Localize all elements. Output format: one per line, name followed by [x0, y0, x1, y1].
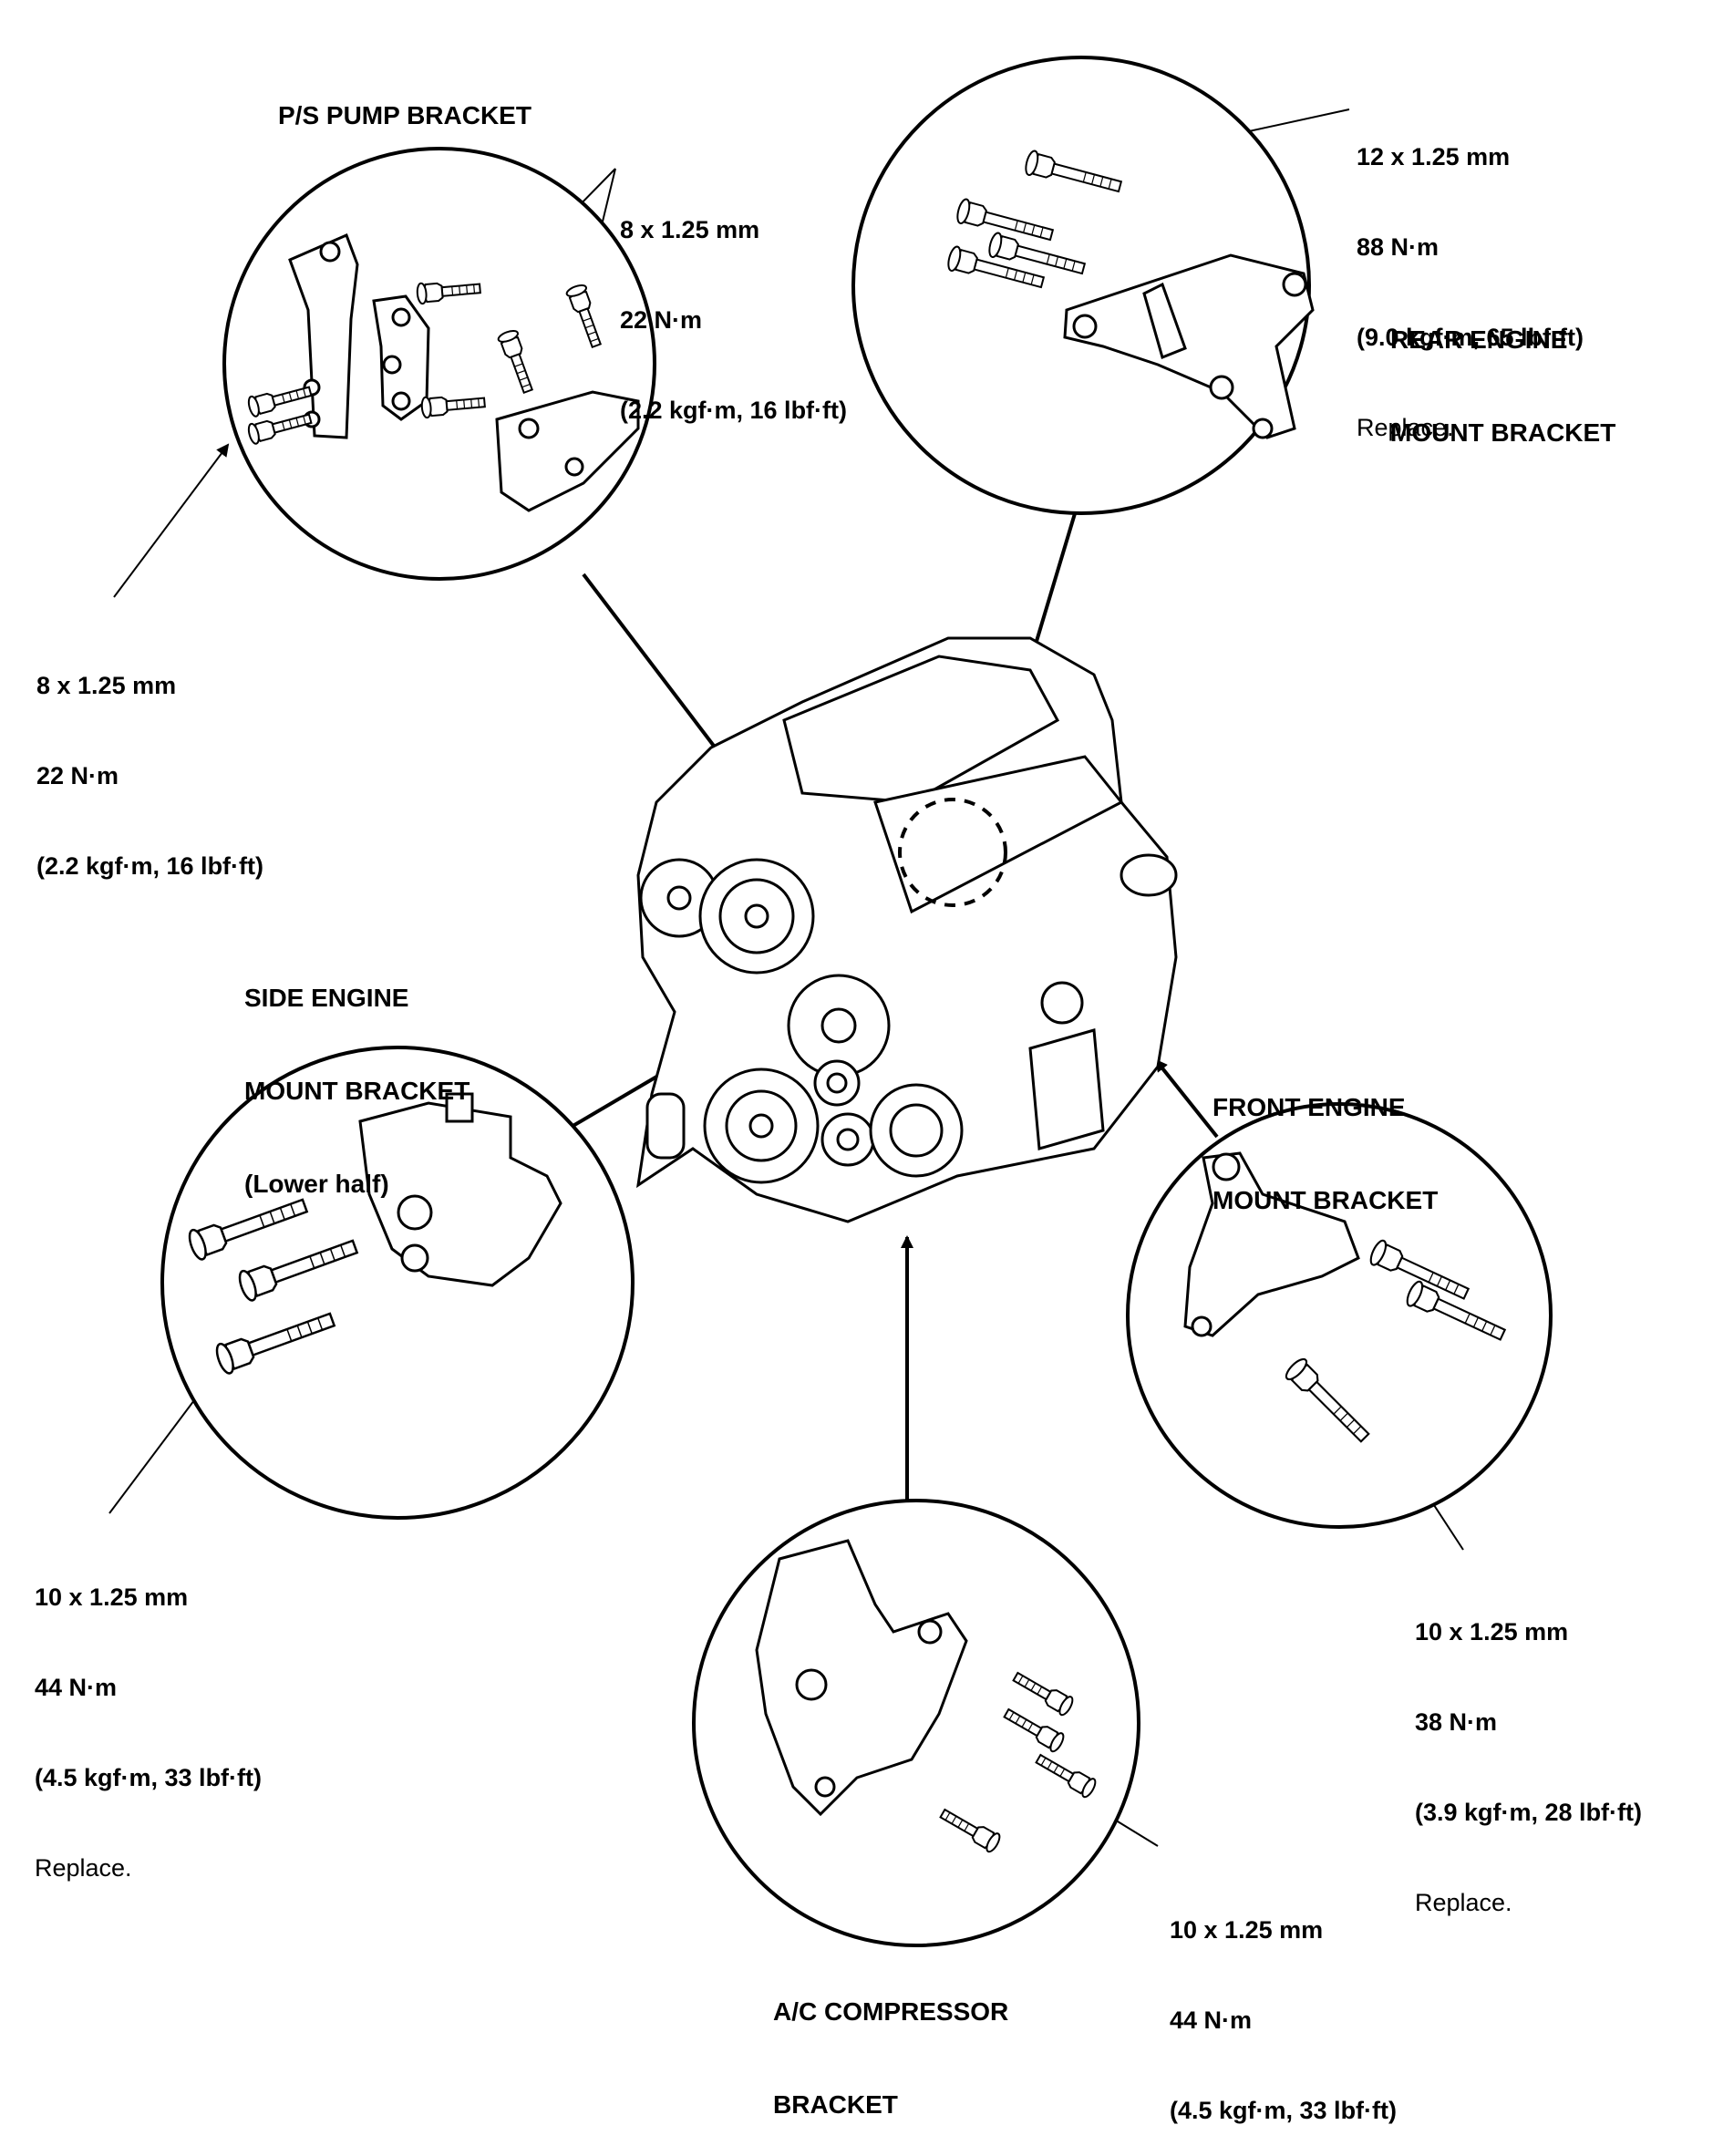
bolt-size: 8 x 1.25 mm: [620, 216, 760, 243]
side-engine-mount-heading: SIDE ENGINE MOUNT BRACKET (Lower half): [244, 921, 470, 1231]
bolt-size: 10 x 1.25 mm: [1415, 1618, 1569, 1645]
heading-line: A/C COMPRESSOR: [773, 1997, 1009, 2026]
rear-mount-torque-spec: 12 x 1.25 mm 88 N·m (9.0 kgf·m, 65 lbf·f…: [1357, 82, 1584, 473]
torque-alt: (2.2 kgf·m, 16 lbf·ft): [36, 852, 264, 880]
ps-pump-left-torque-spec: 8 x 1.25 mm 22 N·m (2.2 kgf·m, 16 lbf·ft…: [36, 611, 263, 912]
torque-alt: (3.9 kgf·m, 28 lbf·ft): [1415, 1799, 1643, 1826]
front-mount-torque-spec: 10 x 1.25 mm 38 N·m (3.9 kgf·m, 28 lbf·f…: [1415, 1557, 1642, 1948]
ps-pump-top-torque-spec: 8 x 1.25 mm 22 N·m (2.2 kgf·m, 16 lbf·ft…: [620, 155, 847, 456]
torque-alt: (4.5 kgf·m, 33 lbf·ft): [1170, 2097, 1398, 2124]
ac-parts: [755, 1539, 1099, 1855]
heading-line: SIDE ENGINE: [244, 984, 409, 1012]
torque-alt: (2.2 kgf·m, 16 lbf·ft): [620, 397, 848, 424]
replace-note: Replace.: [1357, 414, 1454, 441]
heading-line: BRACKET: [773, 2090, 898, 2119]
ps-pump-circle: [222, 147, 656, 581]
rear-mount-parts: [944, 149, 1315, 439]
replace-note: Replace.: [35, 1854, 132, 1882]
rear-engine-mount-heading: REAR ENGINE MOUNT BRACKET: [1390, 263, 1615, 480]
ps-pump-parts: [245, 232, 640, 512]
leader-front-mount: [1154, 1058, 1219, 1139]
heading-line: MOUNT BRACKET: [244, 1077, 470, 1105]
torque-nm: 38 N·m: [1415, 1708, 1498, 1736]
rear-mount-circle: [851, 56, 1311, 515]
torque-nm: 44 N·m: [1170, 2006, 1253, 2034]
side-mount-parts: [184, 1092, 562, 1377]
torque-nm: 22 N·m: [36, 762, 119, 789]
heading-line: (Lower half): [244, 1170, 389, 1198]
engine-mount-diagram: [108, 56, 1553, 1947]
heading-line: MOUNT BRACKET: [1390, 418, 1616, 447]
rear-mount-locator: [898, 798, 1007, 907]
heading-line: REAR ENGINE: [1390, 325, 1568, 354]
front-engine-mount-heading: FRONT ENGINE MOUNT BRACKET: [1213, 1030, 1438, 1247]
side-mount-torque-spec: 10 x 1.25 mm 44 N·m (4.5 kgf·m, 33 lbf·f…: [35, 1522, 262, 1914]
torque-nm: 22 N·m: [620, 306, 703, 334]
bolt-size: 10 x 1.25 mm: [1170, 1916, 1324, 1944]
heading-line: MOUNT BRACKET: [1213, 1186, 1439, 1214]
bolt-size: 10 x 1.25 mm: [35, 1583, 189, 1611]
bolt-size: 12 x 1.25 mm: [1357, 143, 1511, 170]
ac-compressor-heading: A/C COMPRESSOR BRACKET: [773, 1934, 1008, 2151]
engine-assembly: [636, 636, 1178, 1223]
torque-nm: 44 N·m: [35, 1674, 118, 1701]
torque-alt: (9.0 kgf·m, 65 lbf·ft): [1357, 324, 1584, 351]
bolt-size: 8 x 1.25 mm: [36, 672, 177, 699]
torque-alt: (4.5 kgf·m, 33 lbf·ft): [35, 1764, 263, 1791]
heading-line: FRONT ENGINE: [1213, 1093, 1406, 1121]
torque-nm: 88 N·m: [1357, 233, 1440, 261]
ac-compressor-torque-spec: 10 x 1.25 mm 44 N·m (4.5 kgf·m, 33 lbf·f…: [1170, 1855, 1397, 2156]
ps-pump-bracket-heading: P/S PUMP BRACKET: [278, 101, 531, 129]
replace-note: Replace.: [1415, 1889, 1512, 1916]
front-mount-parts: [1183, 1151, 1510, 1449]
